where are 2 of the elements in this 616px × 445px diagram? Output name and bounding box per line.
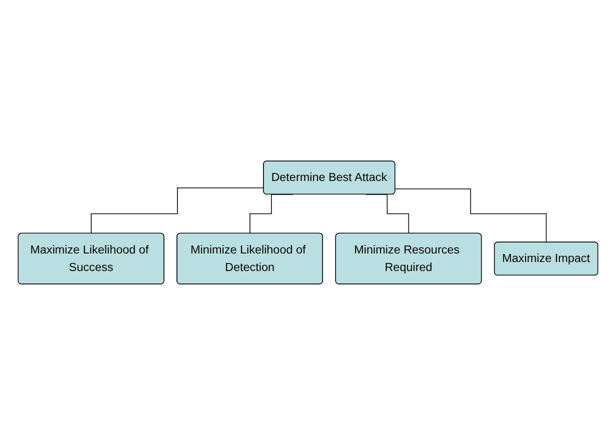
connector [394,188,547,243]
connector [90,188,264,234]
